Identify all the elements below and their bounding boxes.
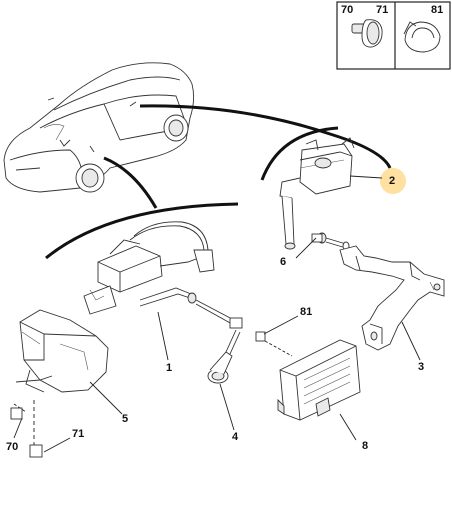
callout-4: 4 <box>232 431 239 443</box>
car-outline-illustration <box>3 62 195 193</box>
clip-markers <box>10 331 293 458</box>
actuator-part-1 <box>83 221 215 315</box>
callout-71: 71 <box>72 428 85 440</box>
height-sensor-part-2 <box>279 137 355 250</box>
housing-part-5 <box>15 309 109 393</box>
highlight-circle-2 <box>380 168 406 194</box>
link-rod-part-4 <box>195 299 243 384</box>
callout-6: 6 <box>280 256 287 268</box>
bolt-part-6 <box>311 232 350 251</box>
callout-2: 2 <box>389 175 396 187</box>
fastener-inset <box>336 1 451 70</box>
inset-label-70: 70 <box>341 4 354 16</box>
bracket-part-3 <box>339 245 445 351</box>
detail-arcs <box>45 104 392 260</box>
round-clip-icon <box>403 21 441 53</box>
control-unit-part-8 <box>277 339 361 421</box>
push-pin-icon <box>351 19 383 48</box>
callout-5: 5 <box>122 413 129 425</box>
inset-label-81: 81 <box>431 4 444 16</box>
callout-70: 70 <box>6 441 19 453</box>
inset-label-71: 71 <box>376 4 389 16</box>
callout-3: 3 <box>418 361 425 373</box>
callout-81: 81 <box>300 306 313 318</box>
leader-lines <box>13 175 421 453</box>
callout-8: 8 <box>362 440 369 452</box>
callout-1: 1 <box>166 362 173 374</box>
